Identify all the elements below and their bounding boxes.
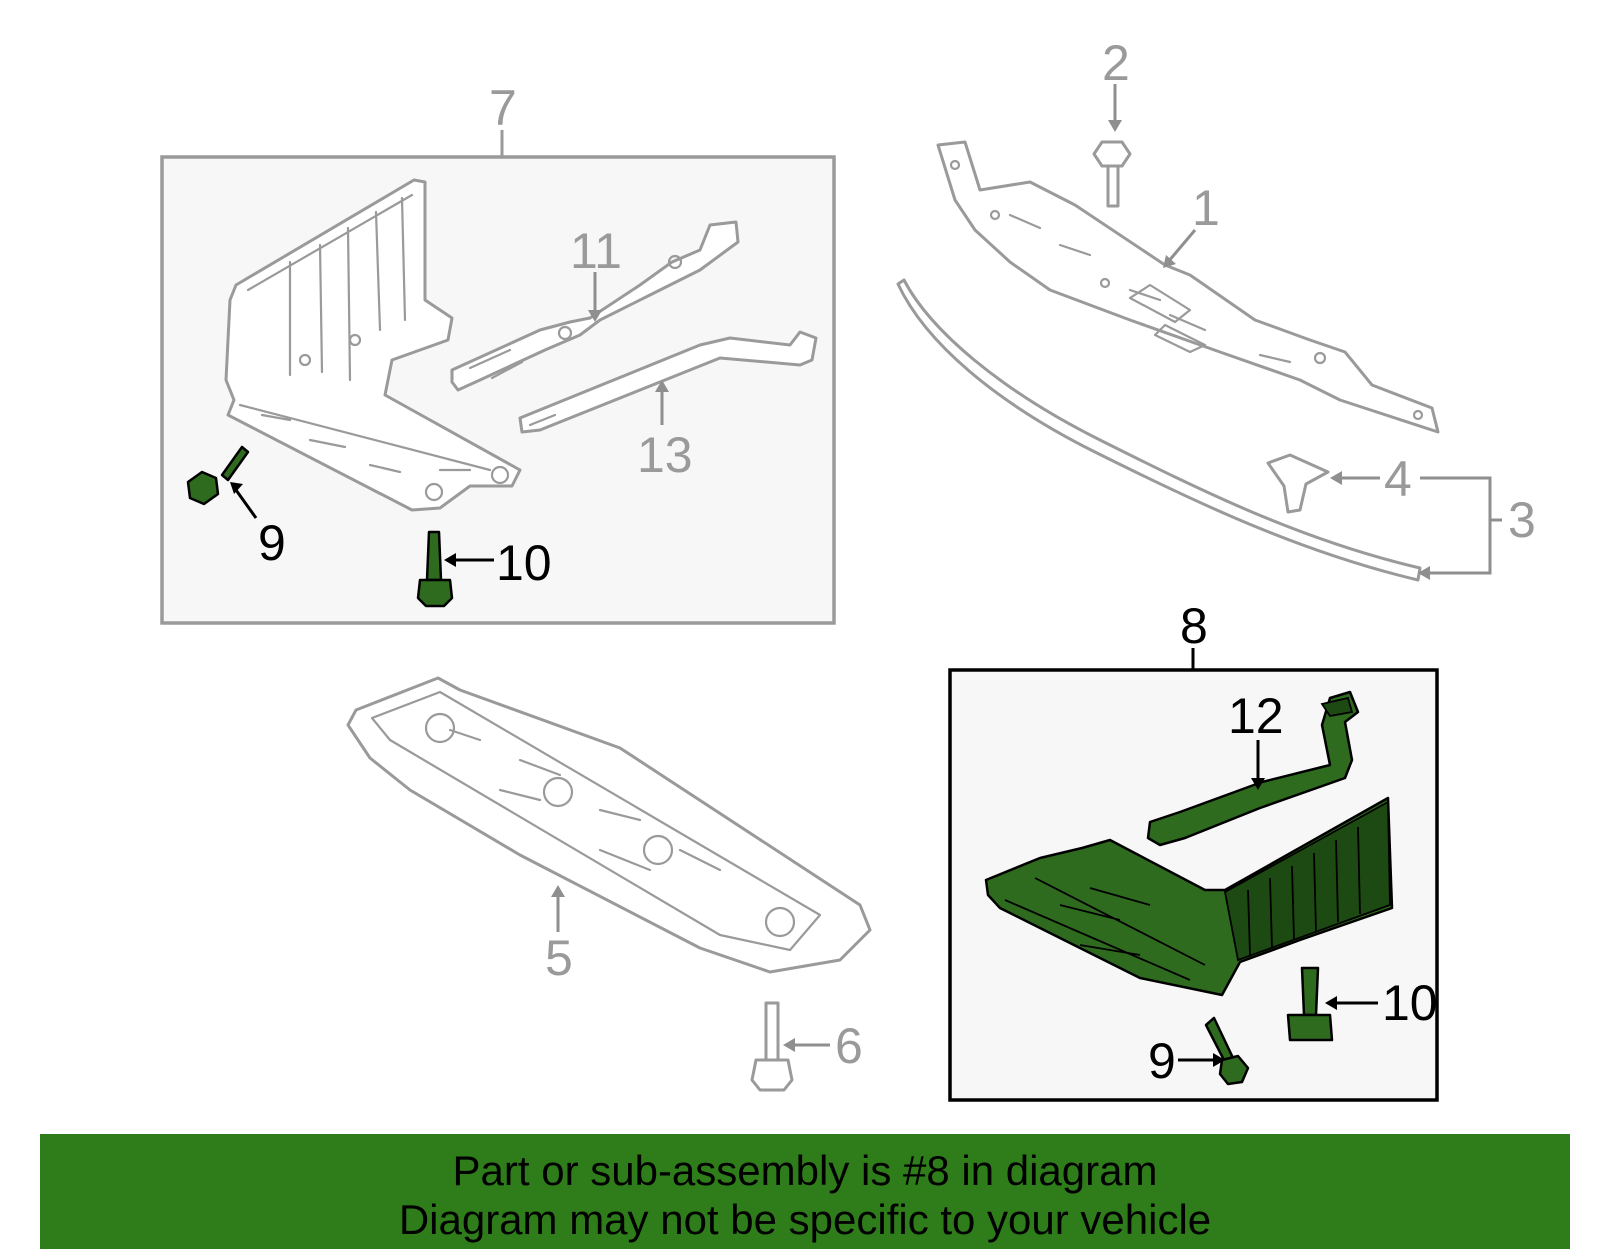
callout-13: 13 [637, 427, 693, 483]
bolt-10-left [416, 530, 454, 608]
callout-6: 6 [835, 1018, 863, 1074]
seal-strip-3 [896, 278, 1422, 582]
splash-shield-8 [984, 796, 1394, 997]
disclaimer-banner: Part or sub-assembly is #8 in diagram Di… [40, 1134, 1570, 1249]
banner-line-2: Diagram may not be specific to your vehi… [398, 1196, 1212, 1243]
bracket-13 [518, 330, 818, 434]
bracket-11 [450, 220, 740, 392]
under-cover-5 [346, 676, 872, 974]
bolt-9-left [186, 445, 250, 506]
callout-2: 2 [1102, 35, 1130, 91]
callout-1: 1 [1192, 180, 1220, 236]
radiator-support-1 [936, 140, 1440, 434]
callout-12: 12 [1228, 688, 1284, 744]
bolt-6 [750, 1001, 794, 1092]
bracket-12 [1146, 690, 1360, 847]
callout-11: 11 [570, 223, 622, 279]
callout-7: 7 [489, 80, 517, 136]
callout-3: 3 [1508, 492, 1536, 548]
bolt-9-right [1204, 1016, 1250, 1086]
callout-4: 4 [1384, 451, 1412, 507]
callout-9-right: 9 [1148, 1033, 1176, 1089]
callout-10-right: 10 [1382, 975, 1438, 1031]
callout-9-left: 9 [258, 515, 286, 571]
clip-4 [1266, 453, 1330, 514]
callout-8: 8 [1180, 598, 1208, 654]
bolt-10-right [1286, 966, 1334, 1042]
callout-10-left: 10 [496, 535, 552, 591]
splash-shield-left [224, 178, 522, 512]
callout-5: 5 [545, 930, 573, 986]
bolt-2 [1092, 140, 1132, 208]
banner-line-1: Part or sub-assembly is #8 in diagram [452, 1147, 1158, 1194]
